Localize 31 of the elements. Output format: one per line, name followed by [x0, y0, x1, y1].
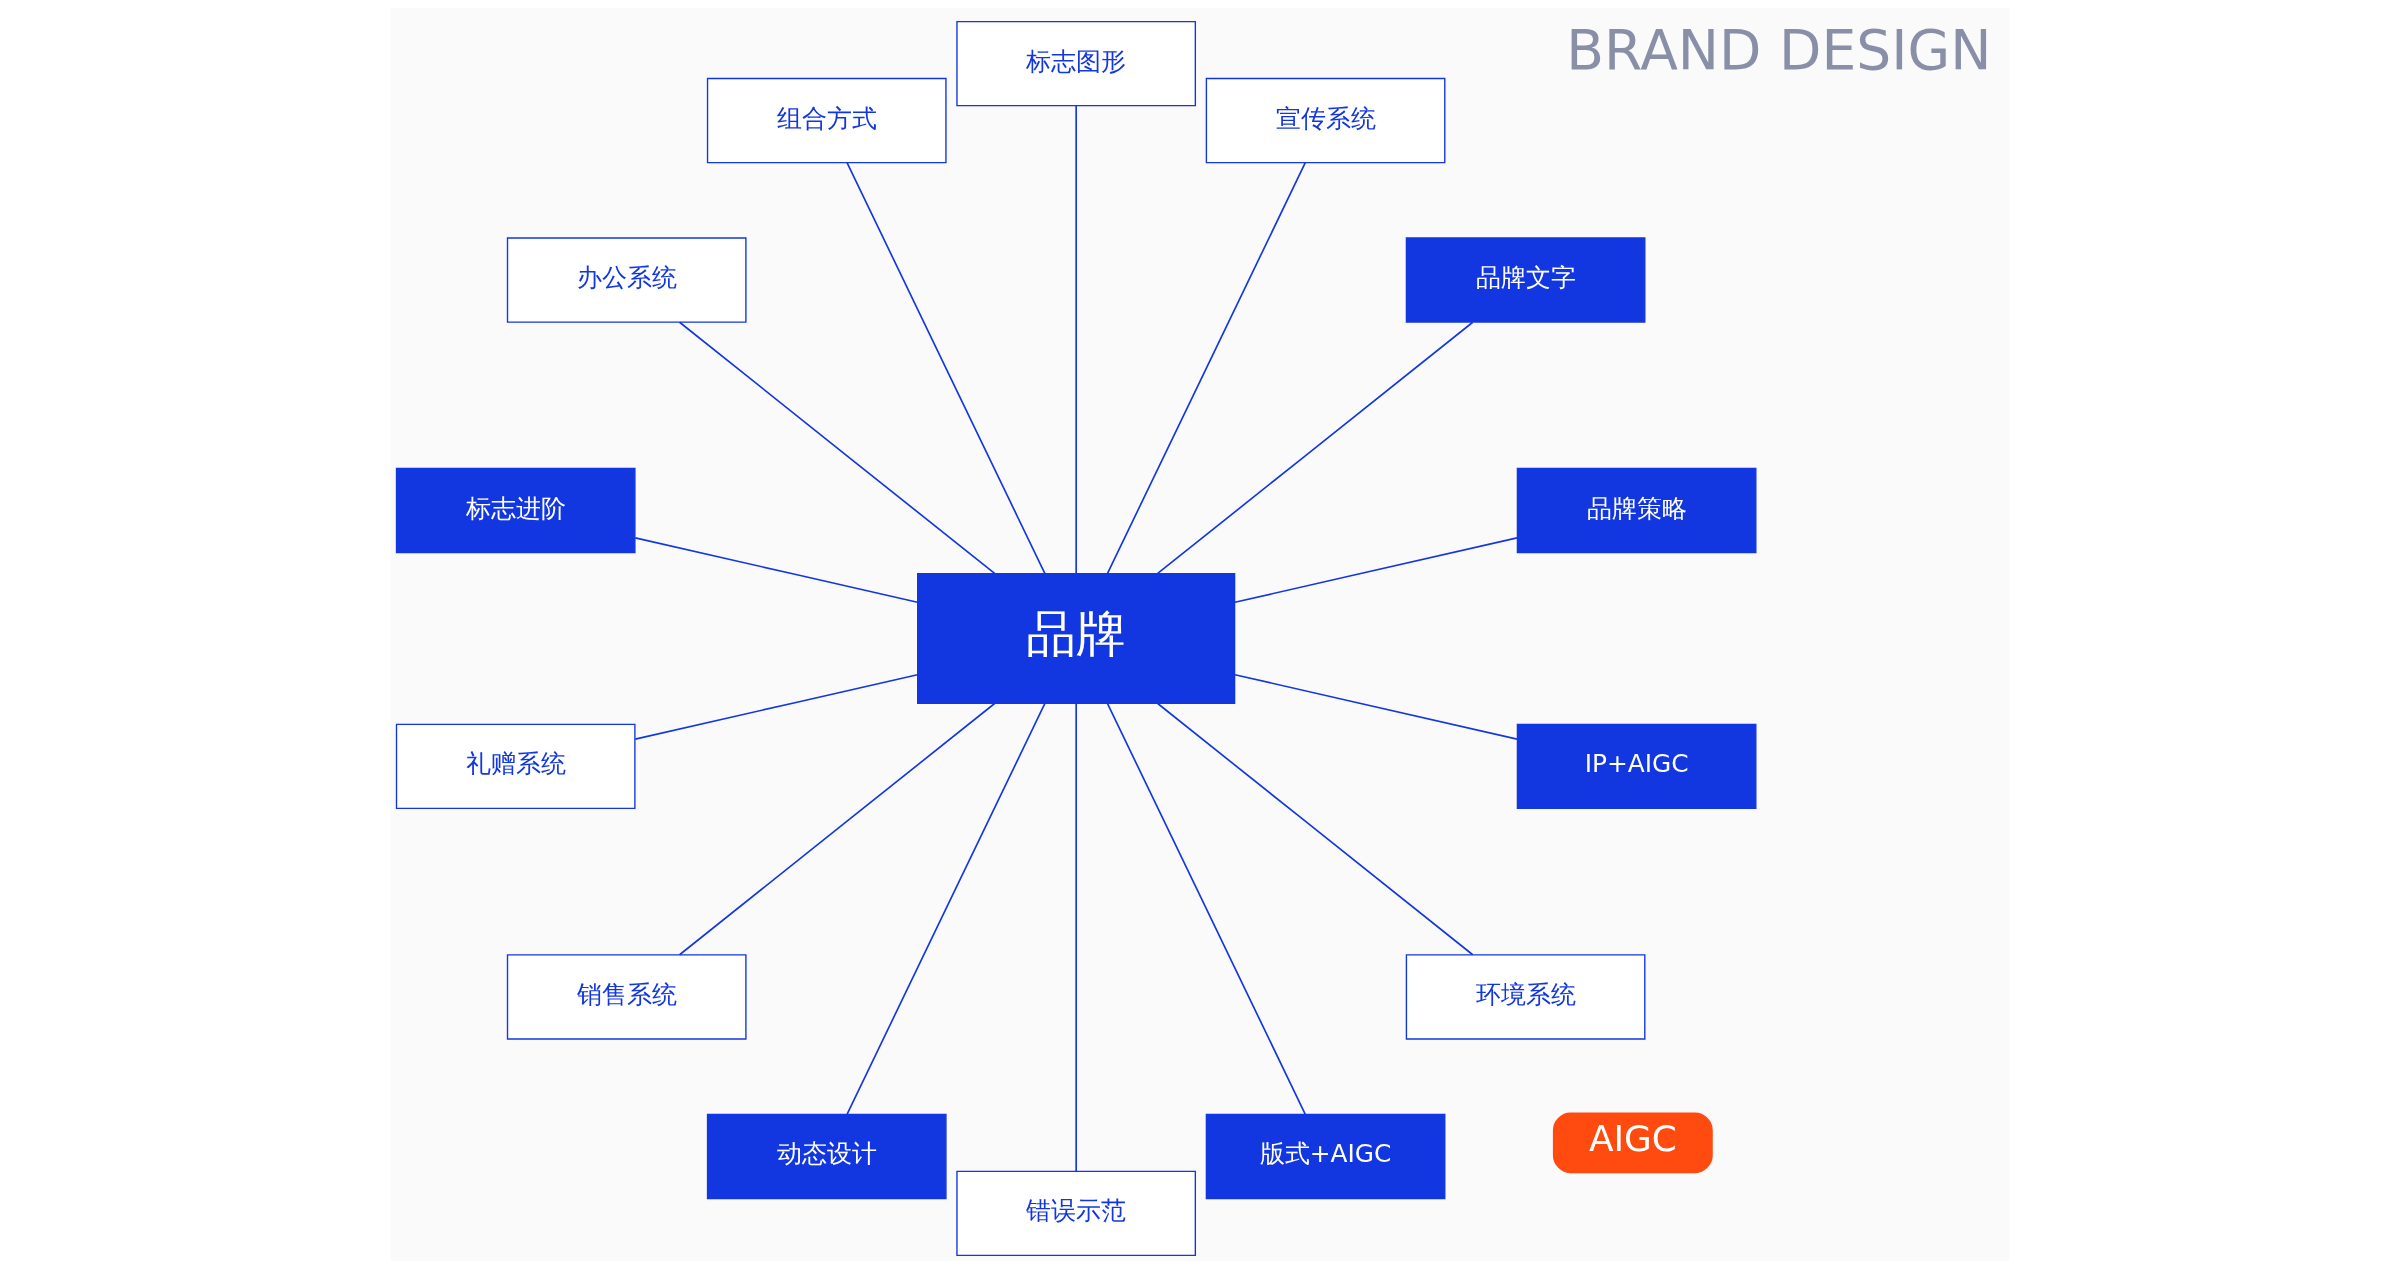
node-box: 标志进阶 — [395, 467, 636, 554]
node-box: 品牌 — [917, 573, 1236, 704]
node-box: 错误示范 — [956, 1170, 1197, 1257]
node-box: 品牌策略 — [1516, 467, 1757, 554]
node-box: 销售系统 — [506, 954, 747, 1040]
connector — [1156, 321, 1474, 575]
node-box: 环境系统 — [1405, 954, 1646, 1040]
connector — [678, 702, 996, 956]
node-box: 版式+AIGC — [1205, 1113, 1446, 1200]
connector — [846, 162, 1046, 575]
connector — [1106, 162, 1306, 575]
connector — [634, 673, 919, 740]
label: BRAND DESIGN — [1566, 18, 1992, 83]
node-box: 品牌文字 — [1405, 237, 1646, 323]
connector — [1234, 673, 1518, 740]
connector — [1156, 702, 1474, 956]
node-box: IP+AIGC — [1516, 723, 1757, 810]
connector — [1234, 537, 1518, 604]
connector — [1075, 702, 1077, 1172]
node-box: 动态设计 — [706, 1113, 947, 1200]
connector — [634, 537, 919, 604]
node-box: 办公系统 — [506, 237, 747, 323]
node-box: 组合方式 — [706, 77, 947, 164]
connector — [846, 702, 1046, 1115]
connector — [678, 321, 996, 575]
connector — [1106, 702, 1306, 1115]
node-box: 宣传系统 — [1205, 77, 1446, 164]
connector — [1075, 105, 1077, 575]
node-box: 标志图形 — [956, 20, 1197, 107]
node-box: 礼赠系统 — [395, 723, 636, 810]
label: AIGC — [1588, 1118, 1677, 1160]
